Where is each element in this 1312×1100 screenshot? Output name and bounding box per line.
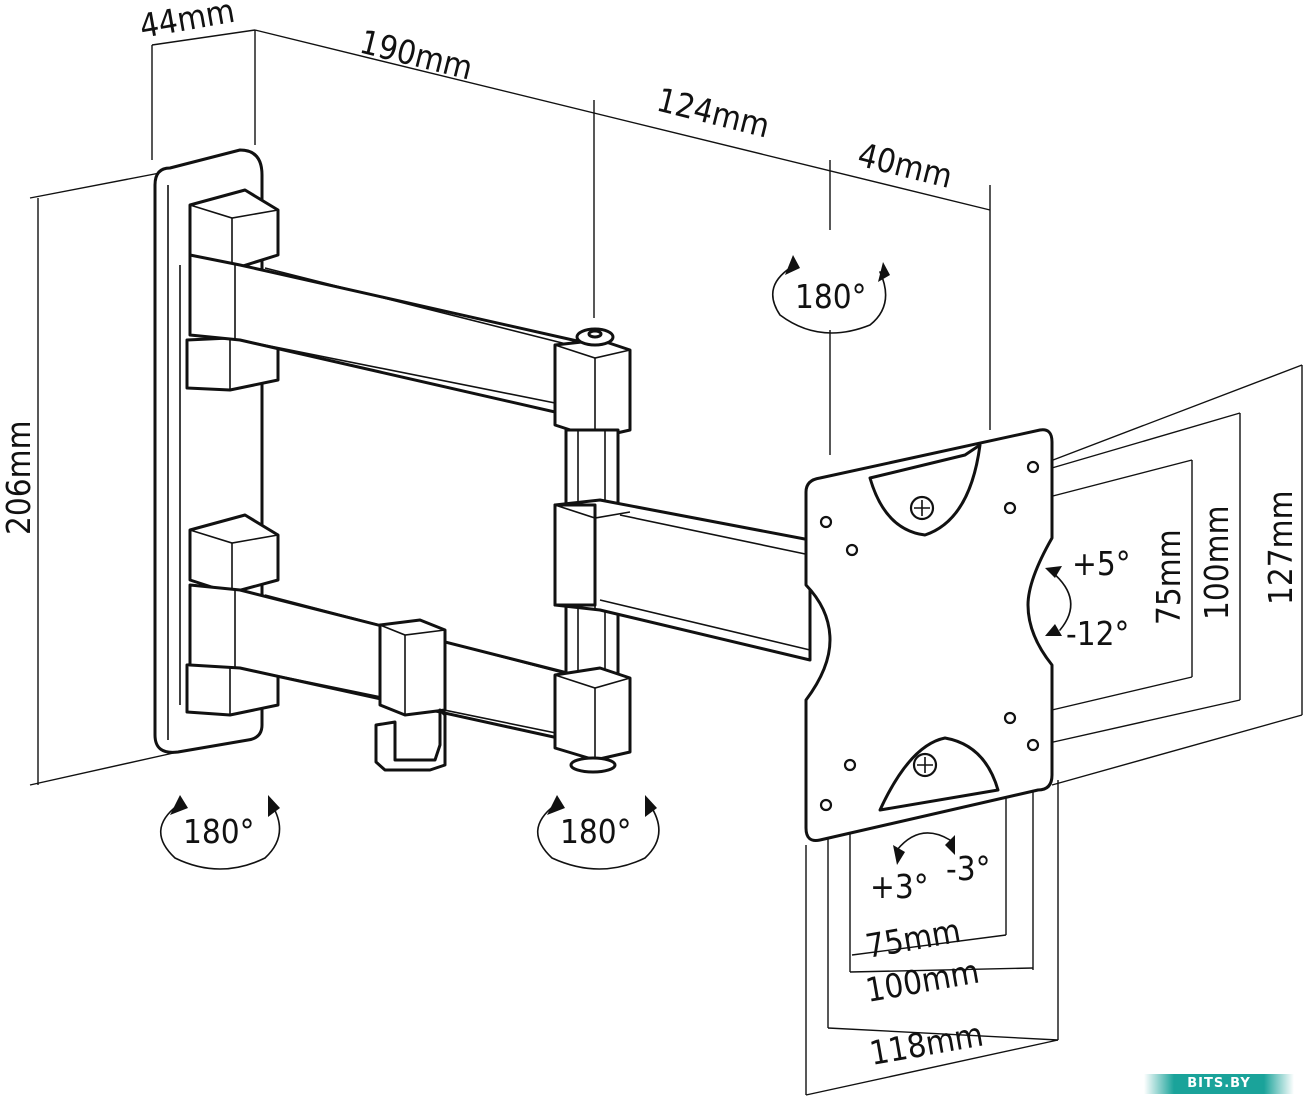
label-swivel-wall: 180° xyxy=(183,812,255,851)
label-wall-plate-depth: 44mm xyxy=(137,0,238,46)
forearm xyxy=(553,498,812,662)
label-level-minus: -3° xyxy=(946,849,990,888)
label-plate-height: 127mm xyxy=(1261,490,1300,605)
vesa-plate xyxy=(804,428,1054,842)
rotation-labels: 180° 180° 180° +5° -12° +3° -3° xyxy=(183,277,1131,906)
lower-arm xyxy=(185,513,632,774)
label-first-arm: 190mm xyxy=(356,22,477,88)
dimension-lines xyxy=(29,29,1303,1096)
label-swivel-head: 180° xyxy=(795,277,867,316)
upper-arm xyxy=(185,188,632,440)
label-height: 206mm xyxy=(0,420,38,535)
label-plate-width: 118mm xyxy=(867,1015,987,1073)
label-swivel-elbow: 180° xyxy=(560,812,632,851)
label-tilt-up: +5° xyxy=(1072,544,1131,583)
label-head: 40mm xyxy=(854,135,956,196)
rotation-arrows xyxy=(159,255,1072,870)
label-vesa-h-small: 75mm xyxy=(1149,529,1188,625)
label-level-plus: +3° xyxy=(870,867,929,906)
label-second-arm: 124mm xyxy=(653,80,774,146)
label-tilt-down: -12° xyxy=(1066,614,1129,653)
watermark-text: BITS.BY xyxy=(1187,1076,1251,1091)
label-vesa-h-large: 100mm xyxy=(1197,505,1236,620)
watermark-badge: BITS.BY xyxy=(1144,1074,1294,1094)
